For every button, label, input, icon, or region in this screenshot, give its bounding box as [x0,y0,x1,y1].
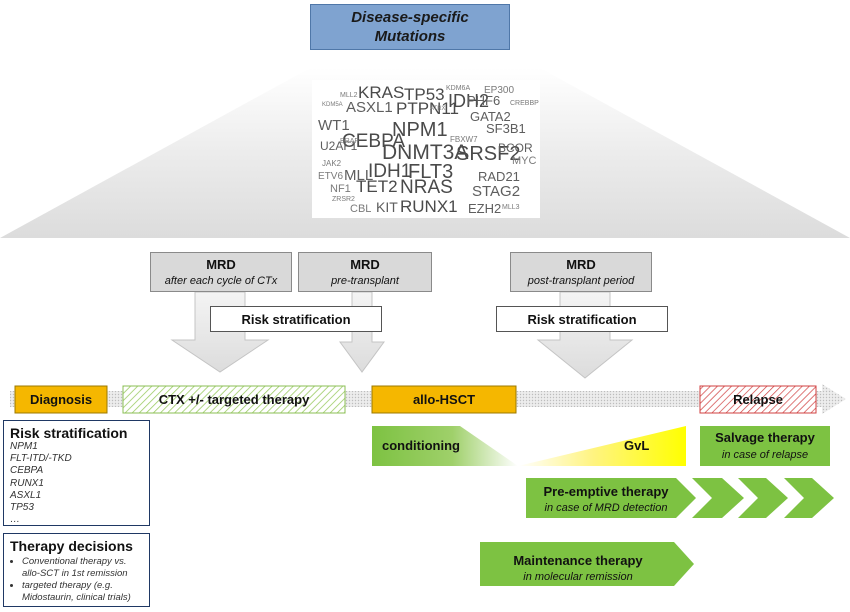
gene-word: BCOR [498,141,533,155]
allo-hsct-label: allo-HSCT [412,392,476,407]
gene-word: CEBPA [342,131,406,152]
therapy-panel-title: Therapy decisions [10,538,133,554]
risk-panel-title: Risk stratification [10,425,128,441]
conditioning-wedge [372,426,518,466]
mrd-box-post-transplant: MRD post-transplant period [510,252,652,292]
gene-word: KRAS [358,83,405,102]
gene-word: ATRX [430,106,446,112]
mrd-box-pre-transplant: MRD pre-transplant [298,252,432,292]
gene-word: WT1 [318,117,350,134]
gene-word: NRAS [400,177,453,198]
title-box: Disease-specific Mutations [310,4,510,50]
risk-item: ASXL1 [10,489,42,501]
title-line-2: Mutations [374,28,446,45]
chevron-1 [692,478,744,518]
risk-item: NPM1 [10,441,38,452]
allo-hsct-box [371,385,517,414]
preemptive-therapy-label: Pre-emptive therapy [543,484,669,499]
mrd-arrow-2 [339,291,385,373]
mrd-arrow-3 [536,291,634,379]
risk-item: FLT-ITD/-TKD [10,453,72,465]
maintenance-therapy-label: Maintenance therapy [513,553,643,568]
salvage-therapy-label: Salvage therapy [715,430,815,445]
salvage-therapy-sub: in case of relapse [721,449,809,461]
gene-word: NPM1 [392,119,448,141]
gene-word: JAK2 [322,159,342,168]
risk-stratification-box-2: Risk stratification [496,306,668,332]
gene-word: IDH1 [368,161,412,182]
gene-word: STAG2 [472,183,521,200]
gene-word: MLL [344,167,374,184]
ctx-label: CTX +/- targeted therapy [158,392,310,407]
gene-word: MLL3 [502,204,520,211]
mrd-subtitle: pre-transplant [331,275,399,287]
maintenance-arrow [480,542,694,586]
risk-item: CEBPA [10,465,44,477]
gene-word: FLT3 [408,161,454,183]
mrd-title: MRD [206,257,236,272]
risk-item: … [10,514,20,526]
gene-word: FBXW7 [450,135,478,144]
title-line-1: Disease-specific [351,9,469,26]
conditioning-label: conditioning [382,438,460,453]
mrd-subtitle: post-transplant period [527,275,635,287]
diagnosis-label: Diagnosis [29,392,93,407]
risk-item: TP53 [10,502,34,514]
gene-word: EZH2 [468,201,502,216]
gene-word: EP300 [484,85,515,96]
gene-word: MYC [512,155,537,167]
relapse-label: Relapse [733,392,783,407]
gene-word: RAD21 [478,169,520,184]
gene-word: ETV6 [318,171,344,182]
gene-word: ASXL1 [346,99,393,116]
mrd-title: MRD [350,257,380,272]
chevron-2 [738,478,788,518]
gene-word: ZRSR2 [332,196,355,203]
risk-item: RUNX1 [10,477,44,489]
gene-word: NF1 [330,183,351,195]
therapy-item: targeted therapy (e.g. Midostaurin, clin… [22,580,143,603]
mrd-subtitle: after each cycle of CTx [164,275,278,287]
gene-word: TP53 [404,85,445,104]
gene-word: KDM6A [446,85,471,92]
gene-word: RUNX1 [400,197,458,216]
gene-word: PTPN11 [396,99,459,118]
mrd-arrow-1 [170,291,270,373]
gene-word: GATA2 [470,109,511,124]
ctx-box [122,385,346,414]
mrd-box-ctx: MRD after each cycle of CTx [150,252,292,292]
gene-word: TET2 [356,177,398,196]
diagnosis-box [14,385,108,414]
preemptive-arrow [526,478,696,518]
gene-word: CREBBP [510,100,539,107]
salvage-box [700,426,830,466]
therapy-panel-list: Conventional therapy vs. allo-SCT in 1st… [10,556,143,603]
gvl-wedge [518,426,686,466]
maintenance-therapy-sub: in molecular remission [523,571,633,583]
gene-word: DNMT3A [382,141,469,164]
therapy-decisions-panel: Therapy decisions Conventional therapy v… [3,533,150,607]
therapy-item: Conventional therapy vs. allo-SCT in 1st… [22,556,143,579]
gene-word: U2AF1 [320,139,358,153]
gene-word: SRSF2 [456,143,521,165]
preemptive-therapy-sub: in case of MRD detection [544,502,668,514]
gvl-label: GvL [624,438,650,453]
risk-stratification-box-1: Risk stratification [210,306,382,332]
gene-word: MLL2 [340,92,358,99]
gene-word: PHF6 [467,93,501,108]
gene-word: CBL [350,203,372,215]
mrd-title: MRD [566,257,596,272]
gene-word: KIT [376,199,398,215]
gene-word: IDH2 [448,91,490,111]
gene-word: KDM5A [322,102,343,108]
gene-word: SF3B1 [486,121,526,136]
relapse-box [699,385,817,414]
gene-word: BRAF [340,138,359,145]
chevron-3 [784,478,834,518]
